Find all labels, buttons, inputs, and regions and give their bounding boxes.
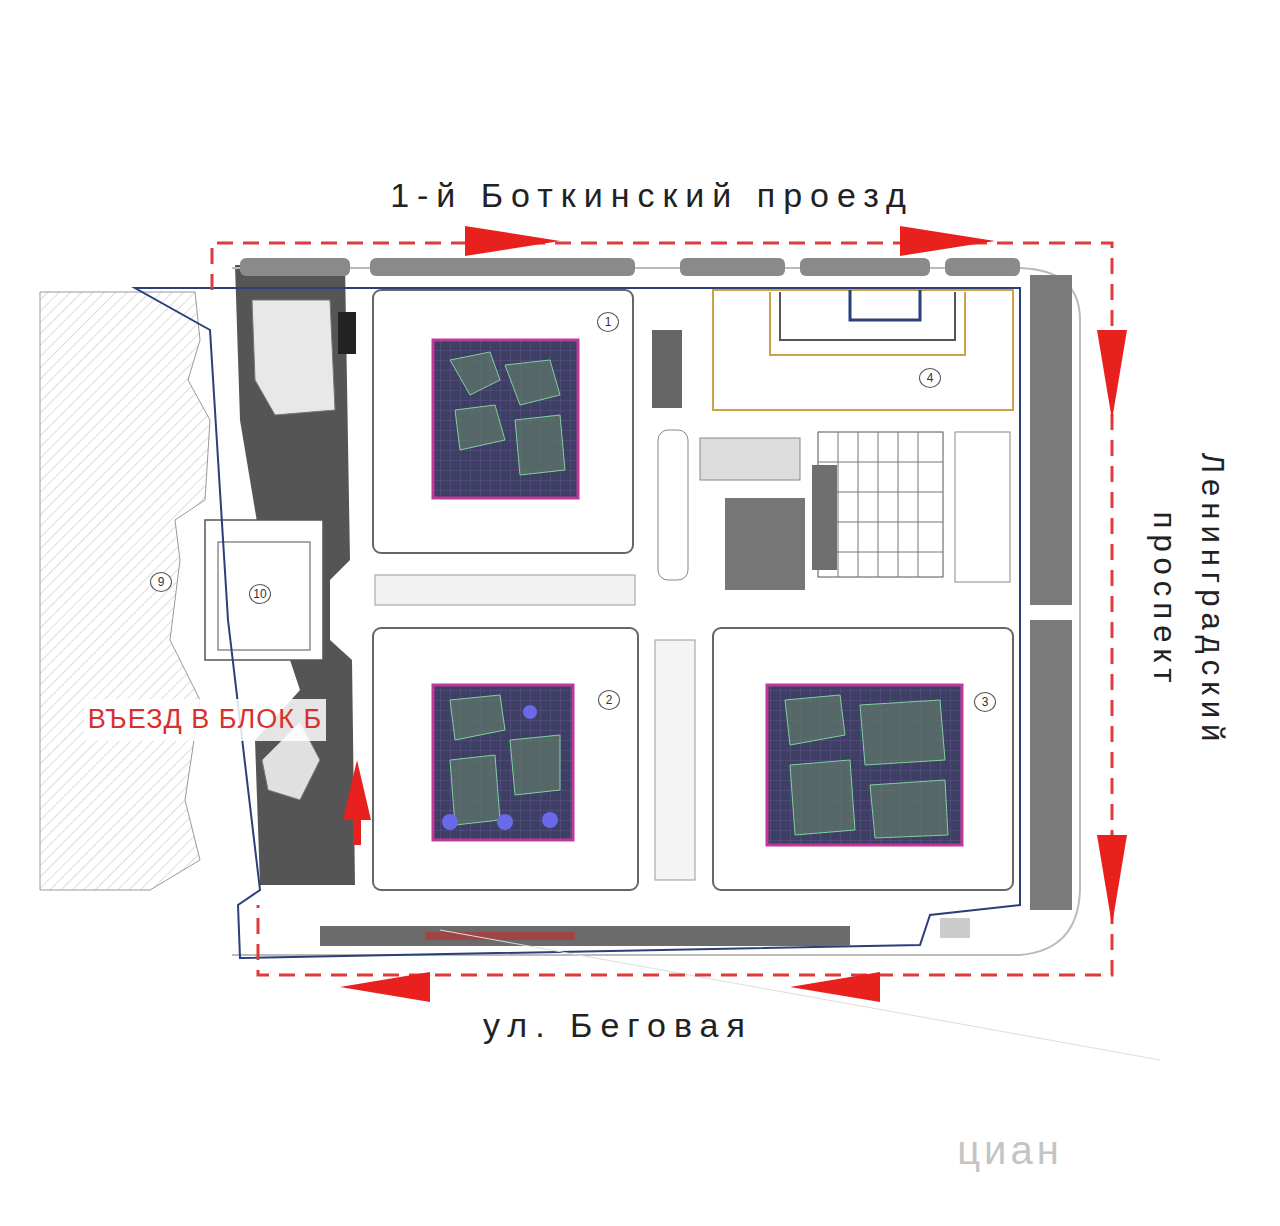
callout-number: 3 [974,692,996,712]
building-block: 4 [713,290,1013,410]
building-outline: 9 [140,560,180,600]
callout-number: 2 [598,690,620,710]
street-name: ул. Беговая [483,999,753,1052]
callout-number: 1 [597,312,619,332]
building-outline: 10 [205,520,323,660]
callout-number: 4 [919,368,941,388]
street-name: 1-й Боткинский проезд [390,169,914,222]
callout-number: 10 [249,584,271,604]
watermark: циан [957,1119,1063,1181]
callout-number: 9 [150,572,172,592]
building-block: 2 [373,628,638,890]
building-block: 3 [713,628,1013,890]
building-block: 1 [373,290,633,553]
street-name: Ленинградский проспект [1140,380,1236,820]
entrance-note: ВЪЕЗД В БЛОК Б [84,699,326,741]
